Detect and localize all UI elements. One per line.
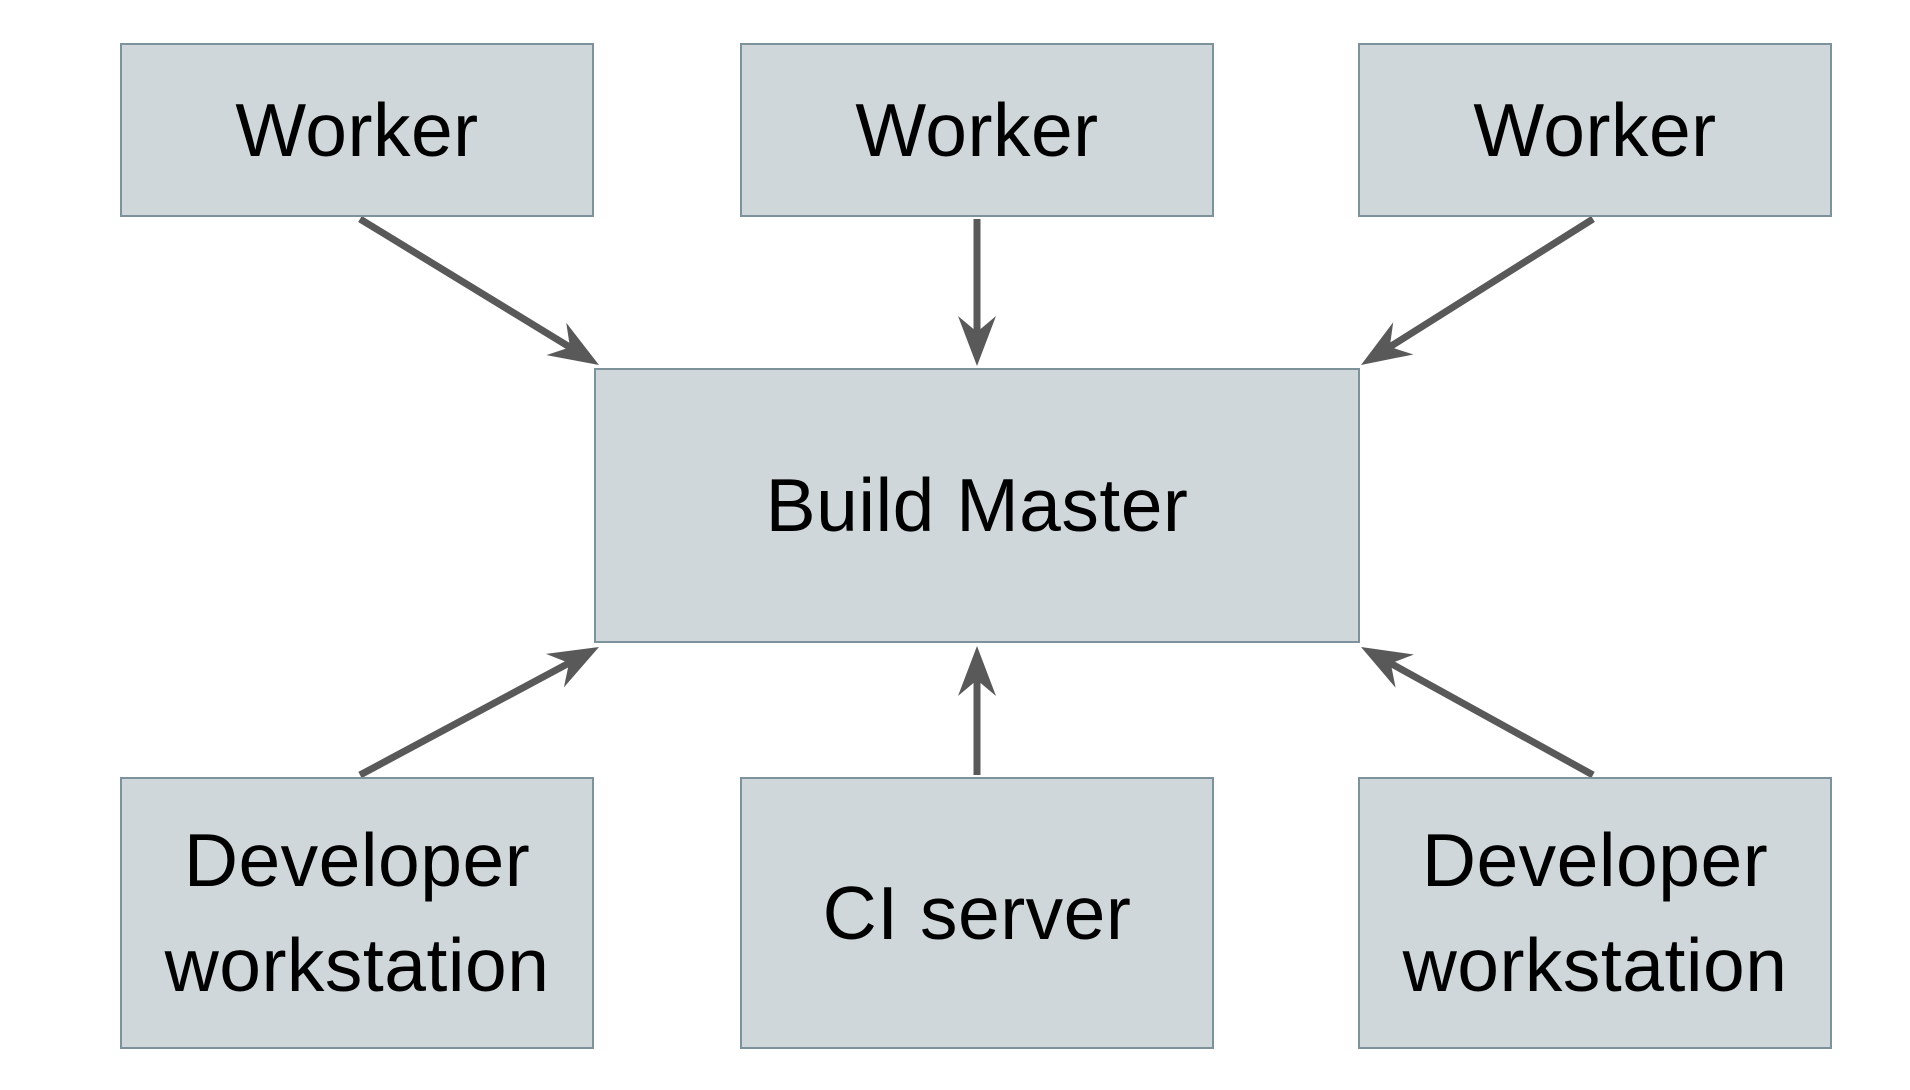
node-dev-workstation-right: Developer workstation bbox=[1358, 777, 1832, 1049]
node-label-ci-server: CI server bbox=[822, 870, 1132, 955]
node-label-dev-workstation-left: Developer workstation bbox=[164, 818, 550, 1007]
node-label-build-master: Build Master bbox=[765, 463, 1189, 547]
node-label-dev-workstation-right: Developer workstation bbox=[1402, 818, 1788, 1007]
node-label-worker-1: Worker bbox=[235, 87, 479, 172]
node-worker-2: Worker bbox=[740, 43, 1214, 217]
arrow-worker-2-to-build-master bbox=[958, 219, 996, 366]
arrow-worker-3-to-build-master bbox=[1361, 216, 1595, 365]
arrow-ci-server-to-build-master bbox=[958, 646, 996, 775]
arrow-dev-workstation-left-to-build-master bbox=[358, 647, 599, 779]
node-label-worker-3: Worker bbox=[1473, 87, 1717, 172]
node-worker-3: Worker bbox=[1358, 43, 1832, 217]
node-label-worker-2: Worker bbox=[855, 87, 1099, 172]
arrow-dev-workstation-right-to-build-master bbox=[1361, 647, 1595, 779]
node-worker-1: Worker bbox=[120, 43, 594, 217]
node-ci-server: CI server bbox=[740, 777, 1214, 1049]
node-dev-workstation-left: Developer workstation bbox=[120, 777, 594, 1049]
node-build-master: Build Master bbox=[594, 368, 1360, 643]
arrow-worker-1-to-build-master bbox=[358, 216, 599, 365]
